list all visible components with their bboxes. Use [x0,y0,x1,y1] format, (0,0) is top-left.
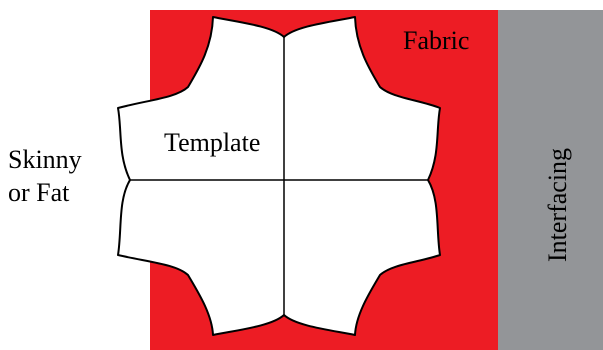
fabric-label: Fabric [403,26,469,55]
or-fat-label: or Fat [8,178,70,207]
skinny-label: Skinny [8,145,82,174]
interfacing-label: Interfacing [543,148,572,262]
template-label: Template [164,128,260,157]
